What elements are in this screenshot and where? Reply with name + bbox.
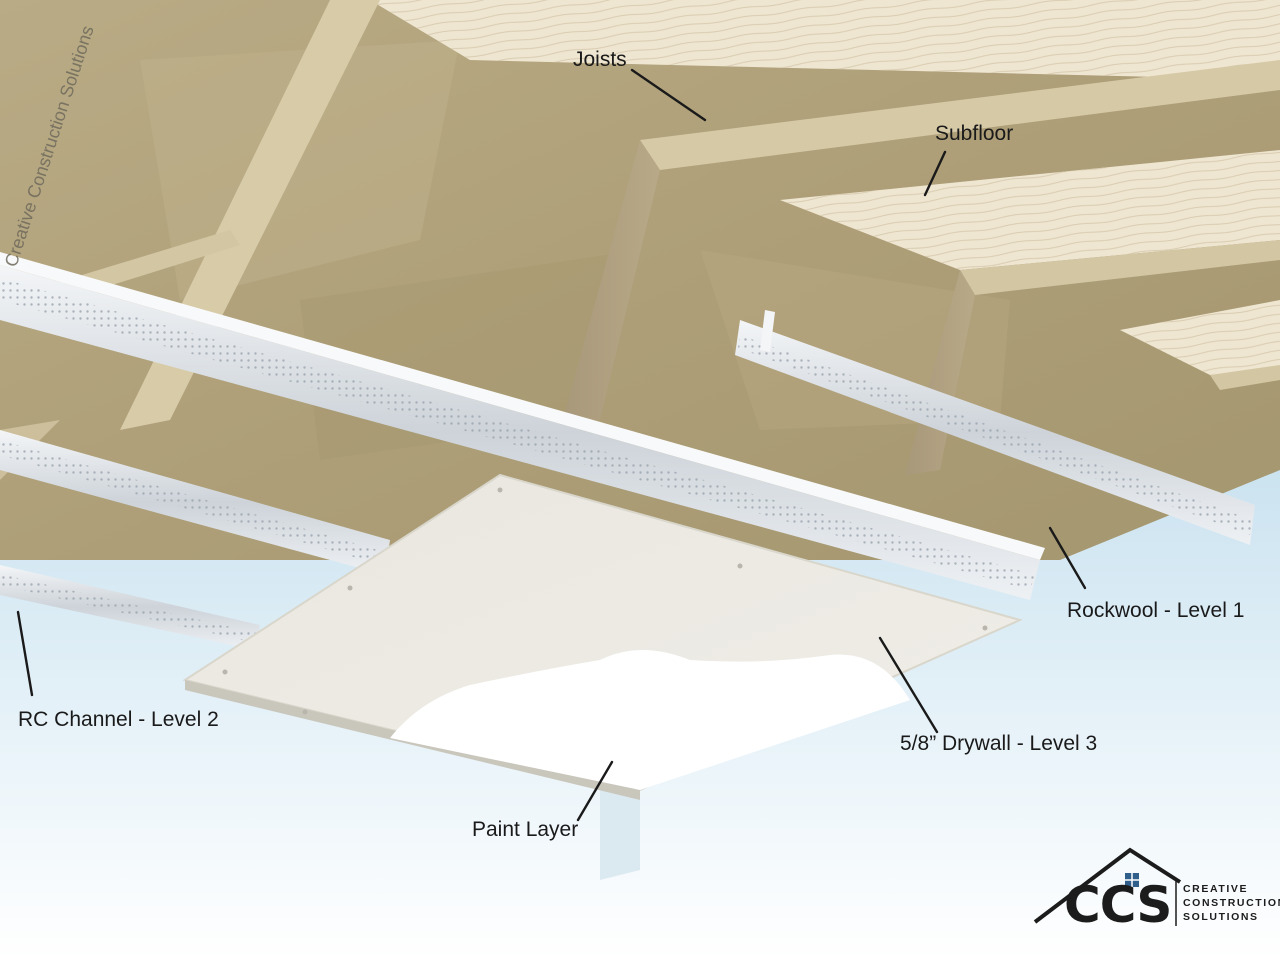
label-drywall: 5/8” Drywall - Level 3 xyxy=(900,732,1097,755)
logo-mark: CCS xyxy=(1064,876,1171,934)
leader-rockwool xyxy=(1048,526,1087,590)
rc-channels xyxy=(0,252,1255,650)
leader-drywall xyxy=(878,636,939,734)
leader-paint xyxy=(576,760,614,822)
label-subfloor: Subfloor xyxy=(935,122,1013,145)
leader-rc-channel xyxy=(16,610,34,697)
logo-line2: CONSTRUCTION xyxy=(1183,897,1280,909)
paint-layer xyxy=(390,650,910,790)
logo-line1: CREATIVE xyxy=(1183,883,1248,895)
wall-corner xyxy=(600,790,640,880)
label-joists: Joists xyxy=(573,48,627,71)
label-paint: Paint Layer xyxy=(472,818,578,841)
ccs-logo: CCS CREATIVE CONSTRUCTION SOLUTIONS xyxy=(1033,847,1280,934)
logo-line3: SOLUTIONS xyxy=(1183,911,1259,923)
label-rc-channel: RC Channel - Level 2 xyxy=(18,708,219,731)
logo-roof-icon xyxy=(1033,847,1182,924)
leader-joists xyxy=(630,68,707,122)
leader-lines xyxy=(16,68,1087,822)
leader-subfloor xyxy=(923,150,947,197)
label-rockwool: Rockwool - Level 1 xyxy=(1067,599,1244,622)
